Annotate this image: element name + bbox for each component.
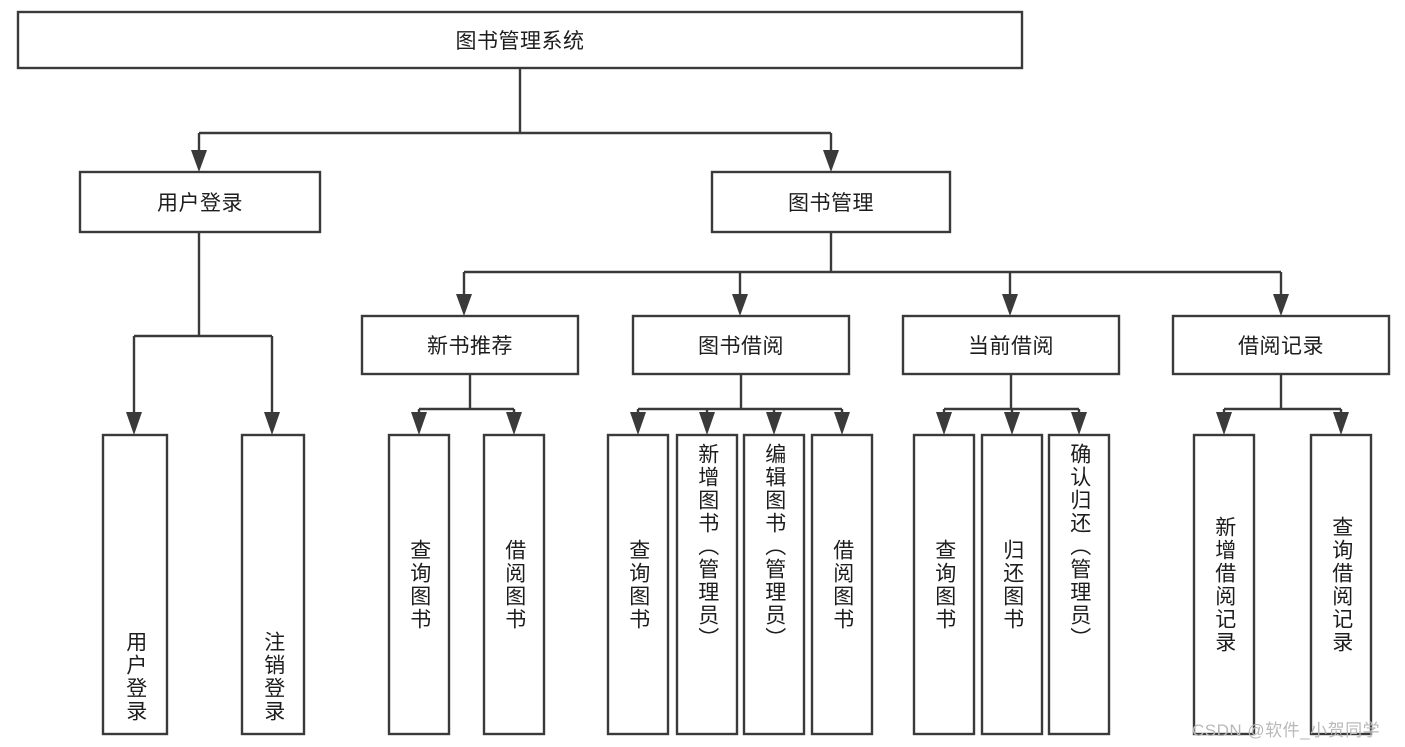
node-box-leaf-return-book[interactable] — [980, 433, 1044, 736]
node-box-leaf-confirm-return-admin[interactable] — [1047, 433, 1111, 736]
node-box-book-borrow[interactable] — [631, 314, 851, 376]
connector-group-borrow-records — [1216, 374, 1349, 435]
connector-group-book-borrow — [630, 374, 850, 435]
node-box-leaf-add-book-admin[interactable] — [675, 433, 739, 736]
arrow-head-user-login — [191, 150, 207, 172]
arrow-head-borrow-records — [1273, 294, 1289, 316]
arrow-head-leaf-query-book-recommend — [411, 412, 427, 435]
node-box-root[interactable] — [16, 10, 1024, 70]
arrow-head-leaf-confirm-return-admin — [1071, 412, 1087, 435]
node-box-leaf-add-borrow-record[interactable] — [1192, 433, 1256, 736]
arrow-head-leaf-edit-book-admin — [766, 412, 782, 435]
node-box-current-borrow[interactable] — [901, 314, 1121, 376]
connector-group-root — [191, 68, 839, 172]
arrow-head-leaf-query-book-borrow — [630, 412, 646, 435]
arrow-head-leaf-query-borrow-record — [1333, 412, 1349, 435]
node-box-leaf-query-book-recommend[interactable] — [387, 433, 451, 736]
node-box-borrow-records[interactable] — [1171, 314, 1391, 376]
arrow-head-leaf-user-logout — [264, 412, 280, 435]
arrow-head-leaf-borrow-book-recommend — [506, 412, 522, 435]
node-box-leaf-user-login[interactable] — [101, 433, 169, 736]
node-box-user-login[interactable] — [78, 170, 322, 234]
node-box-leaf-query-book-current[interactable] — [912, 433, 976, 736]
arrow-head-leaf-add-book-admin — [699, 412, 715, 435]
node-box-leaf-edit-book-admin[interactable] — [742, 433, 806, 736]
arrow-head-leaf-return-book — [1004, 412, 1020, 435]
connector-group-book-management — [456, 232, 1289, 316]
node-box-leaf-query-borrow-record[interactable] — [1309, 433, 1373, 736]
connector-group-current-borrow — [936, 374, 1087, 435]
arrow-head-book-borrow — [732, 294, 748, 316]
node-box-leaf-borrow-book-recommend[interactable] — [482, 433, 546, 736]
connector-group-user-login — [126, 232, 280, 435]
node-box-new-book-recommend[interactable] — [360, 314, 580, 376]
node-box-leaf-borrow-book[interactable] — [810, 433, 874, 736]
arrow-head-new-book-recommend — [456, 294, 472, 316]
node-box-book-management[interactable] — [710, 170, 952, 234]
arrow-head-leaf-add-borrow-record — [1216, 412, 1232, 435]
arrow-head-book-management — [823, 150, 839, 172]
connector-group-new-book-recommend — [411, 374, 522, 435]
arrow-head-current-borrow — [1002, 294, 1018, 316]
arrow-head-leaf-query-book-current — [936, 412, 952, 435]
node-box-leaf-user-logout[interactable] — [240, 433, 306, 736]
arrow-head-leaf-borrow-book — [834, 412, 850, 435]
node-box-leaf-query-book-borrow[interactable] — [606, 433, 670, 736]
arrow-head-leaf-user-login — [126, 412, 142, 435]
